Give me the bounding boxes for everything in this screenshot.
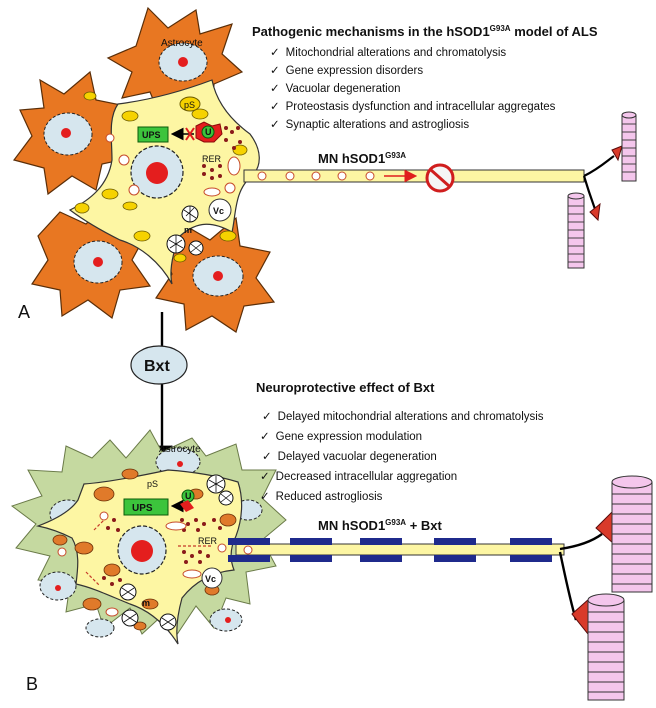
panel-b: Astrocyte pS UPS U (10, 380, 653, 701)
vc-label-a: Vc (213, 206, 224, 216)
mitochondria-a (166, 205, 204, 256)
mito-label-b: m (142, 598, 150, 608)
ubiquitin-label-a: U (205, 127, 212, 137)
vacuole-vc-a (208, 198, 232, 222)
muscle-fiber-a-top (621, 111, 637, 182)
rer-dots-a (202, 126, 242, 180)
title-a: Pathogenic mechanisms in the hSOD1G93A m… (252, 24, 598, 39)
terminal-top-b (595, 510, 615, 546)
mn-label-b: MN hSOD1G93A + Bxt (318, 518, 443, 533)
rer-label-b: RER (198, 536, 218, 546)
rer-label-a: RER (202, 154, 222, 164)
vacuoles-a (105, 133, 375, 197)
ps-label-a: pS (184, 100, 195, 110)
title-b: Neuroprotective effect of Bxt (256, 380, 435, 395)
rer-dots-b (102, 518, 222, 586)
myelin-b (228, 538, 552, 562)
fragments-a (74, 91, 248, 263)
muscle-striations-a-top (622, 123, 636, 173)
axon-b (235, 543, 565, 556)
muscle-striations-a-bottom (568, 205, 584, 263)
muscle-fiber-a-bottom (567, 192, 585, 269)
bullet-a-3: ✓Proteostasis dysfunction and intracellu… (270, 101, 556, 113)
bullet-b-4: ✓Reduced astrogliosis (260, 491, 383, 503)
ups-box-a (137, 126, 169, 143)
ups-label-b: UPS (132, 503, 153, 514)
axon-branches-a (582, 155, 615, 213)
bullet-a-2: ✓Vacuolar degeneration (270, 83, 401, 95)
mn-label-a: MN hSOD1G93A (318, 151, 406, 166)
terminal-bottom-b (571, 596, 591, 636)
terminal-bottom-a (589, 202, 601, 222)
muscle-striations-b-top (612, 493, 652, 585)
panel-letter-a: A (18, 302, 30, 322)
ubiquitin-label-b: U (185, 491, 192, 501)
bullet-b-1: ✓Gene expression modulation (260, 431, 422, 443)
aggregate-b (180, 500, 194, 512)
bullet-a-0: ✓Mitochondrial alterations and chromatol… (270, 47, 506, 59)
neuron-nucleolus-b (131, 540, 153, 562)
muscle-striations-b-bottom (588, 611, 624, 693)
vc-label-b: Vc (205, 574, 216, 584)
ps-label-b: pS (147, 479, 158, 489)
ups-box-b (123, 498, 169, 516)
blocked-x-a (185, 127, 195, 141)
astrocyte-label-a: Astrocyte (161, 38, 203, 49)
astrocyte-label-b: Astrocyte (159, 444, 201, 455)
bxt-label: Bxt (144, 358, 170, 375)
ps-a (179, 96, 201, 112)
bullet-list-b: ✓Delayed mitochondrial alterations and c… (260, 411, 544, 503)
bullet-b-3: ✓Decreased intracellular aggregation (260, 471, 457, 483)
muscle-fiber-b-bottom (587, 593, 625, 701)
mito-label-a: m (184, 225, 192, 235)
panel-letter-b: B (26, 674, 38, 694)
bullet-a-4: ✓Synaptic alterations and astrogliosis (270, 119, 469, 131)
ups-label-a: UPS (142, 130, 161, 140)
ubiquitin-a (201, 125, 215, 139)
terminal-top-a (611, 145, 623, 162)
vacuole-vc-b (201, 567, 223, 589)
bullet-b-0: ✓Delayed mitochondrial alterations and c… (262, 411, 544, 423)
block-icon-a (425, 163, 455, 193)
bullet-list-a: ✓Mitochondrial alterations and chromatol… (270, 47, 556, 131)
bxt-ellipse (130, 345, 188, 385)
bullet-a-1: ✓Gene expression disorders (270, 65, 423, 77)
treatment: Bxt (130, 312, 188, 465)
bullet-b-2: ✓Delayed vacuolar degeneration (262, 451, 437, 463)
neuron-nucleolus-a (146, 162, 168, 184)
vacuoles-b (57, 511, 227, 617)
panel-a: Astrocyte pS UPS U (12, 6, 637, 333)
